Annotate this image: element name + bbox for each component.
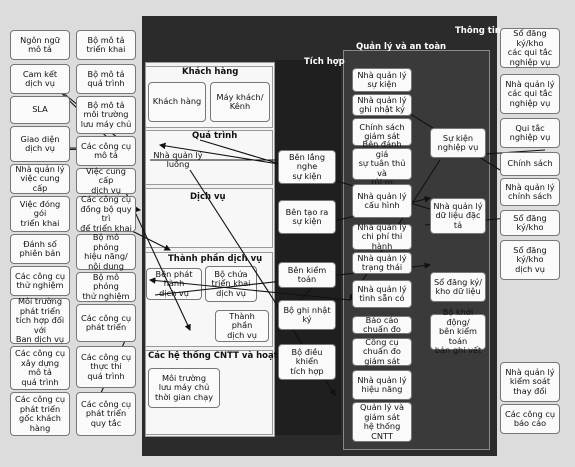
quan-ly-box-10: Công cụ chuẩn đo giám sát xyxy=(352,337,412,366)
right-box-9: Các công cụ báo cáo xyxy=(500,404,560,434)
quan-ly-box-8: Nhà quản lý tình sẵn có xyxy=(352,280,412,308)
left1-box-6: Việc đóng gói triển khai xyxy=(10,196,70,232)
left2-box-10: Các công cụ thực thi quá trình xyxy=(76,346,136,388)
left1-box-10: Các công cụ xây dựng mô tả quá trình xyxy=(10,346,70,390)
quan-ly-box-7: Nhà quản lý trạng thái xyxy=(352,252,412,274)
tich-hop-box-5: Bộ điều khiển tích hợp xyxy=(278,344,336,380)
tich-hop-label: Tích hợp xyxy=(304,57,345,67)
left2-box-5: Việc cung cấp dịch vụ xyxy=(76,166,136,195)
quan-ly-box-6: Nhà quản lý chi phí thi hành xyxy=(352,222,412,251)
left1-box-2: Cam kết dịch vụ xyxy=(10,64,70,94)
thanh-phan-header: Thành phần dịch vụ xyxy=(168,254,263,264)
quan-ly-box-9: Báo cáo chuẩn đo xyxy=(352,315,412,334)
quan-ly2-box-2: Nhà quản lý dữ liệu đặc tả xyxy=(430,198,486,234)
right-box-8: Nhà quản lý kiểm soát thay đổi xyxy=(500,362,560,402)
left2-box-2: Bộ mô tả quá trình xyxy=(76,64,136,94)
left2-box-7: Bộ mô phỏng hiệu năng/ nội dung xyxy=(76,232,136,270)
may-khach-box: Máy khách/ Kênh xyxy=(210,82,270,122)
quan-ly-box-1: Nhà quản lý sự kiện xyxy=(352,68,412,92)
khach-hang-header: Khách hàng xyxy=(182,67,239,77)
left2-box-1: Bộ mô tả triển khai xyxy=(76,30,136,60)
left1-box-7: Đánh số phiên bản xyxy=(10,234,70,264)
thong-tin-label: Thông tin xyxy=(455,26,501,36)
right-box-3: Qui tắc nghiệp vụ xyxy=(500,118,560,148)
tich-hop-box-2: Bên tạo ra sự kiện xyxy=(278,200,336,234)
quan-ly-box-4: Bên đánh giá sự tuân thủ và rủi ro xyxy=(352,140,412,187)
moi-truong-luu-box: Môi trường lưu máy chủ thời gian chạy xyxy=(148,368,220,408)
right-box-4: Chính sách xyxy=(500,152,560,176)
left2-box-11: Các công cụ phát triển quy tắc xyxy=(76,392,136,436)
quan-ly-box-11: Nhà quản lý hiệu năng xyxy=(352,370,412,400)
dich-vu-header: Dịch vụ xyxy=(190,192,226,202)
left1-box-3: SLA xyxy=(10,96,70,124)
quan-ly2-box-1: Sự kiện nghiệp vụ xyxy=(430,128,486,158)
nha-quan-ly-luong-box: Nhà quản lý luồng xyxy=(153,149,203,169)
left2-box-4: Các công cụ mô tả xyxy=(76,136,136,166)
bo-chua-trien-khai-box: Bộ chứa triển khai dịch vụ xyxy=(205,266,257,302)
right-box-5: Nhà quản lý chính sách xyxy=(500,178,560,206)
tich-hop-box-3: Bên kiểm toán xyxy=(278,262,336,288)
left2-box-6: Các công cụ đồng bộ quy trì để triển kha… xyxy=(76,194,136,232)
right-box-7: Sổ đăng ký/kho dịch vụ xyxy=(500,240,560,280)
quy-trinh-header: Quá trình xyxy=(192,131,238,141)
ben-phat-hanh-box: Bên phát hành dịch vụ xyxy=(146,268,202,300)
quan-ly-label: Quản lý và an toàn xyxy=(356,42,447,52)
left2-box-8: Bộ mô phỏng thử nghiệm xyxy=(76,272,136,302)
left1-box-4: Giao diện dịch vụ xyxy=(10,126,70,162)
tich-hop-box-4: Bộ ghi nhật ký xyxy=(278,300,336,330)
right-box-1: Sổ đăng ký/kho các qui tắc nghiệp vụ xyxy=(500,28,560,68)
right-box-2: Nhà quản lý các qui tắc nghiệp vụ xyxy=(500,74,560,114)
khach-hang-box: Khách hàng xyxy=(148,82,206,122)
left1-box-8: Các công cụ thử nghiệm xyxy=(10,266,70,296)
left1-box-9: Môi trường phát triển tích hợp đối với B… xyxy=(10,297,70,344)
quan-ly-box-5: Nhà quản lý cấu hình xyxy=(352,184,412,218)
quan-ly2-box-3: Sổ đăng ký/ kho dữ liệu xyxy=(430,272,486,302)
left1-box-11: Các công cụ phát triển gốc khách hàng xyxy=(10,392,70,436)
quan-ly-box-12: Quản lý và giám sát hệ thống CNTT xyxy=(352,402,412,442)
left1-box-5: Nhà quản lý việc cung cấp xyxy=(10,164,70,194)
right-box-6: Sổ đăng ký/kho xyxy=(500,210,560,236)
left2-box-9: Các công cụ phát triển xyxy=(76,304,136,342)
quan-ly2-box-4: Bộ khởi động/ bên kiểm toán bản ghi vết xyxy=(430,308,486,355)
left2-box-3: Bộ mô tả môi trường lưu máy chủ xyxy=(76,96,136,134)
thanh-phan-dv-box: Thành phần dịch vụ xyxy=(215,310,269,342)
quan-ly-box-2: Nhà quản lý ghi nhật ký xyxy=(352,94,412,116)
quan-ly-box-3: Chính sách giám sát xyxy=(352,118,412,146)
tich-hop-box-1: Bên lắng nghe sự kiện xyxy=(278,150,336,184)
left1-box-1: Ngôn ngữ mô tả xyxy=(10,30,70,60)
